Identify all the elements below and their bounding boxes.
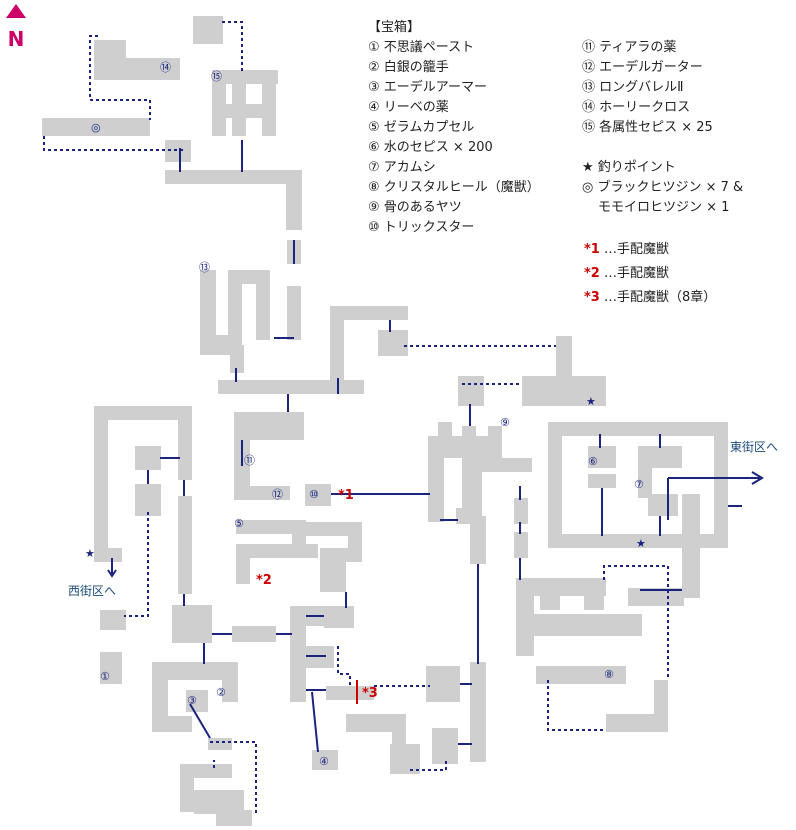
legend-left: 【宝箱】 ① 不思議ペースト ② 白銀の籠手 ③ エーデルアーマー ④ リーベの… <box>368 18 540 238</box>
wanted-text: …手配魔獣 <box>603 266 669 281</box>
legend-item: ② 白銀の籠手 <box>368 60 449 75</box>
wanted-marker-2: *2 <box>256 573 272 588</box>
chest-11-marker: ⑪ <box>244 454 255 467</box>
legend-fishing: ★ 釣りポイント <box>582 160 676 175</box>
legend-enemy-line1: ◎ ブラックヒツジン × 7 & <box>582 180 744 195</box>
legend-wanted-row: *1 …手配魔獣 <box>584 238 716 262</box>
fishing-star-northeast: ★ <box>586 395 596 408</box>
legend-item: ⑩ トリックスター <box>368 220 475 235</box>
map-markers: ⑭ ⑮ ◎ ⑬ ⑪ ⑫ ⑩ *1 ⑤ *2 ★ ① ② ③ ④ *3 ⑨ ★ ⑥… <box>85 61 646 768</box>
fishing-star-west: ★ <box>85 547 95 560</box>
chest-13-marker: ⑬ <box>199 261 210 274</box>
fishing-star-east: ★ <box>636 537 646 550</box>
chest-3-marker: ③ <box>187 694 197 707</box>
legend-item: ⑫ エーデルガーター <box>582 60 703 75</box>
legend-item: ⑥ 水のセピス × 200 <box>368 140 493 155</box>
exit-west-label[interactable]: 西街区へ <box>68 584 117 598</box>
doors <box>107 140 764 753</box>
north-arrow-icon: N <box>6 4 26 51</box>
north-compass: N <box>4 2 28 52</box>
chest-10-marker: ⑩ <box>309 488 319 501</box>
legend-wanted-row: *2 …手配魔獣 <box>584 262 716 286</box>
chest-1-marker: ① <box>100 670 110 683</box>
exit-east-label[interactable]: 東街区へ <box>730 440 779 454</box>
legend-wanted: *1 …手配魔獣 *2 …手配魔獣 *3 …手配魔獣（8章） <box>584 238 716 310</box>
legend-right: ⑪ ティアラの薬 ⑫ エーデルガーター ⑬ ロングバレルⅡ ⑭ ホーリークロス … <box>582 38 713 138</box>
chest-5-marker: ⑤ <box>234 517 244 530</box>
chest-4-marker: ④ <box>319 755 329 768</box>
rooms <box>42 16 728 826</box>
chest-14-marker: ⑭ <box>160 61 171 74</box>
legend-item: ⑧ クリスタルヒール（魔獣） <box>368 180 540 195</box>
wanted-mark: *1 <box>584 242 600 257</box>
legend-item: ⑨ 骨のあるヤツ <box>368 200 462 215</box>
legend-wanted-row: *3 …手配魔獣（8章） <box>584 286 716 310</box>
chest-2-marker: ② <box>216 686 226 699</box>
legend-item: ③ エーデルアーマー <box>368 80 488 95</box>
legend-item: ① 不思議ペースト <box>368 40 475 55</box>
legend-item: ⑮ 各属性セピス × 25 <box>582 120 713 135</box>
chest-7-marker: ⑦ <box>634 478 644 491</box>
dotted-paths <box>43 21 669 816</box>
legend-symbols: ★ 釣りポイント ◎ ブラックヒツジン × 7 & モモイロヒツジン × 1 <box>582 158 743 218</box>
legend-enemy-line2: モモイロヒツジン × 1 <box>598 200 730 215</box>
chest-9-marker: ⑨ <box>500 416 510 429</box>
wanted-mark: *3 <box>584 290 600 305</box>
legend-item: ⑬ ロングバレルⅡ <box>582 80 684 95</box>
wanted-mark: *2 <box>584 266 600 281</box>
wanted-marker-1: *1 <box>338 488 354 503</box>
chest-6-marker: ⑥ <box>588 455 598 468</box>
chest-15-marker: ⑮ <box>211 70 222 83</box>
chest-8-marker: ⑧ <box>604 668 614 681</box>
legend-item: ⑤ ゼラムカプセル <box>368 120 475 135</box>
wanted-text: …手配魔獣 <box>603 242 669 257</box>
wanted-text: …手配魔獣（8章） <box>603 290 717 305</box>
legend-title: 【宝箱】 <box>368 20 421 35</box>
north-label: N <box>8 27 25 48</box>
legend-item: ⑦ アカムシ <box>368 160 436 175</box>
chest-12-marker: ⑫ <box>272 488 283 501</box>
enemy-group-marker: ◎ <box>91 121 101 134</box>
legend-item: ④ リーベの薬 <box>368 100 449 115</box>
legend-item: ⑪ ティアラの薬 <box>582 40 677 55</box>
legend-item: ⑭ ホーリークロス <box>582 100 691 115</box>
wanted-marker-3: *3 <box>362 686 378 701</box>
